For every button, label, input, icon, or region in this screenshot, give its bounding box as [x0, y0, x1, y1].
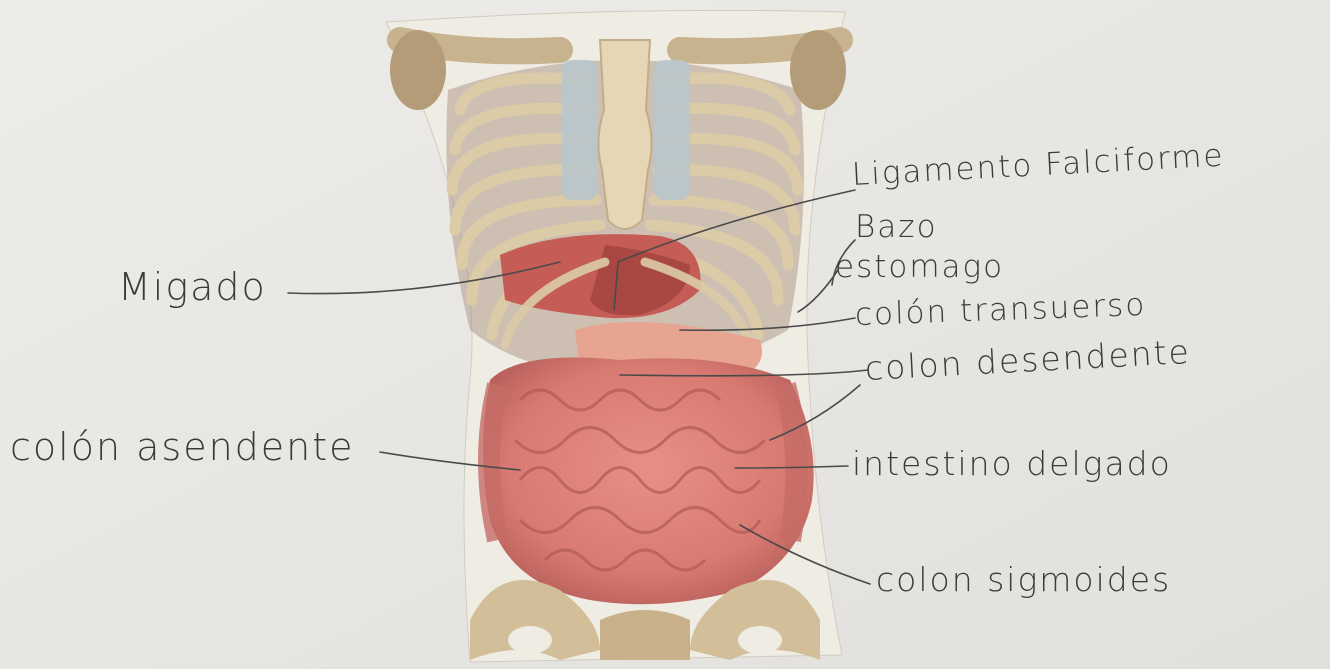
ascending-colon [489, 385, 498, 540]
label-estomago: estomago [835, 252, 1004, 283]
label-colon-asendente: colón asendente [10, 428, 355, 466]
label-intestino-delgado: intestino delgado [852, 447, 1172, 480]
label-higado: Migado [118, 268, 267, 306]
descending-colon [785, 385, 796, 540]
label-colon-sigmoides: colon sigmoides [876, 563, 1171, 596]
sternum [598, 40, 651, 229]
small-intestine [483, 358, 814, 605]
left-shoulder [390, 30, 446, 110]
label-bazo: Bazo [855, 212, 938, 243]
right-shoulder [790, 30, 846, 110]
